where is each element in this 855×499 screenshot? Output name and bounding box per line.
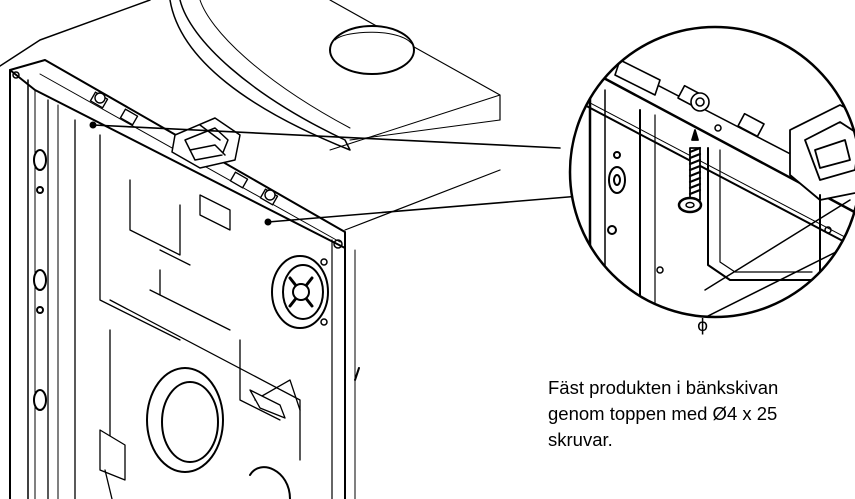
side-holes [33,149,47,411]
instruction-text: Fäst produkten i bänkskivan genom toppen… [548,375,848,453]
drain-port [271,255,329,329]
inlet-port [146,367,224,473]
top-opening [329,25,415,75]
instruction-line-3: skruvar. [548,429,613,450]
screw-icon [677,129,703,214]
rail-brackets [89,91,279,206]
instruction-line-1: Fäst produkten i bänkskivan [548,377,779,398]
detail-symbol: ɸ [697,316,709,336]
appliance-body [0,0,501,499]
bottom-fitting [249,466,291,499]
detail-magnifier [568,25,855,319]
inner-panel [74,119,301,499]
instruction-line-2: genom toppen med Ø4 x 25 [548,403,778,424]
callout-lines [92,124,593,223]
tub-ring [169,0,351,151]
